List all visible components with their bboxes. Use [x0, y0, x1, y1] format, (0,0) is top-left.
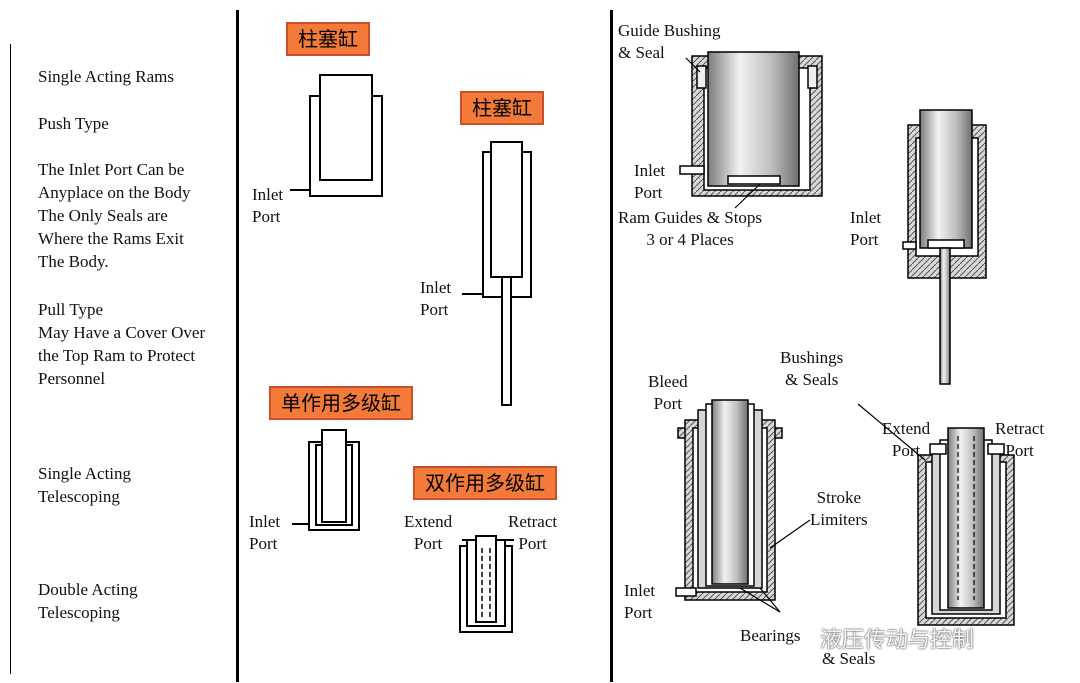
- single-telescoping-cylinder: [292, 429, 360, 531]
- label-pull-type: Pull Type May Have a Cover Over the Top …: [38, 300, 206, 388]
- column-divider-right: [610, 10, 613, 682]
- badge-plunger-cylinder-1: 柱塞缸: [286, 22, 370, 56]
- label-inlet-port-pull: Inlet Port: [420, 278, 452, 319]
- telescoping-cylinder-single: [675, 399, 811, 613]
- label-extend-port-mid: Extend Port: [404, 512, 453, 553]
- watermark: 液压传动与控制: [820, 628, 975, 653]
- badge-single-acting-multistage: 单作用多级缸: [269, 386, 413, 420]
- label-inlet-port-telescoping: Inlet Port: [249, 512, 281, 553]
- label-double-acting-telescoping: Double Acting Telescoping: [38, 580, 138, 622]
- label-ram-guides-stops: Ram Guides & Stops 3 or 4 Places: [618, 208, 763, 249]
- ram-cylinder-pull: [902, 109, 987, 385]
- label-extend-port-right: Extend Port: [882, 419, 931, 460]
- badge-plunger-cylinder-2: 柱塞缸: [460, 91, 544, 125]
- label-inlet-port-push: Inlet Port: [252, 185, 284, 226]
- label-stroke-limiters: Stroke Limiters: [810, 488, 868, 529]
- label-single-acting-telescoping: Single Acting Telescoping: [38, 464, 132, 506]
- label-push-type: Push Type: [38, 114, 109, 133]
- left-border-line: [10, 44, 11, 674]
- double-telescoping-cylinder: [459, 535, 514, 633]
- badge-double-acting-multistage: 双作用多级缸: [413, 466, 557, 500]
- push-type-cylinder: [290, 74, 383, 197]
- ram-cylinder-push: [679, 51, 823, 209]
- label-inlet-port-c: Inlet Port: [624, 581, 656, 622]
- label-bearings: Bearings: [740, 626, 801, 645]
- column-divider-left: [236, 10, 239, 682]
- label-inlet-description: The Inlet Port Can be Anyplace on the Bo…: [38, 160, 191, 271]
- pull-type-cylinder: [462, 141, 532, 406]
- label-seals: & Seals: [822, 649, 876, 668]
- label-retract-port-mid: Retract Port: [508, 512, 558, 553]
- label-inlet-port-b: Inlet Port: [850, 208, 882, 249]
- label-bleed-port: Bleed Port: [648, 372, 688, 413]
- label-bushings-seals: Bushings & Seals: [780, 348, 844, 389]
- label-inlet-port-a: Inlet Port: [634, 161, 666, 202]
- label-guide-bushing-seal: Guide Bushing & Seal: [618, 21, 721, 62]
- telescoping-cylinder-double: [857, 403, 1015, 626]
- label-single-acting-rams: Single Acting Rams: [38, 67, 174, 86]
